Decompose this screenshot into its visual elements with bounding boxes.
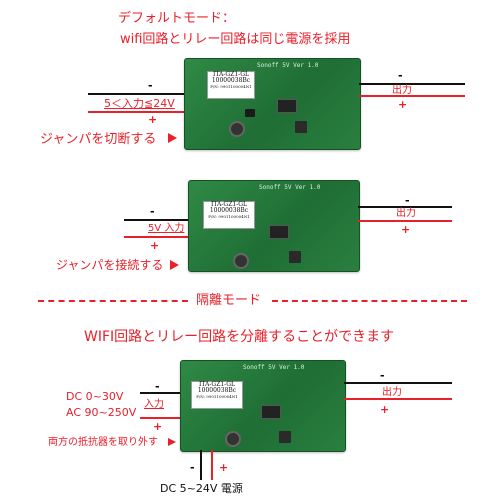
s2-output-plus: + (401, 223, 411, 236)
mode-divider-right (272, 300, 467, 302)
s3-power-wire-red (211, 450, 213, 480)
s2-output-wire-black (358, 206, 452, 208)
s2-board-brand: Sonoff 5V Ver 1.0 (259, 184, 321, 191)
s3-module-line3: P/N: 9901100004N1 (196, 393, 238, 399)
s2-module-line1: ITA-GZ1-GL (211, 201, 247, 208)
s1-jumper-note: ジャンパを切断する (40, 132, 157, 147)
s1-output-plus: + (398, 98, 408, 111)
s3-module-line1: ITA-GZ1-GL (199, 381, 235, 388)
s2-wifi-module-label: ITA-GZ1-GL 10000038Bc P/N: 9901100004N1 (203, 201, 255, 229)
s2-input-plus: + (150, 239, 160, 252)
s3-board-brand: Sonoff 5V Ver 1.0 (243, 364, 305, 371)
s1-relay-chip (295, 121, 307, 133)
s1-wifi-module-label: ITA-GZ1-GL 10000038Bc P/N: 9901100004N1 (207, 71, 255, 99)
s1-output-label: 出力 (392, 85, 412, 96)
s2-input-wire-black (124, 219, 188, 221)
s2-input-label: 5V 入力 (148, 223, 185, 234)
section3-subtitle: WIFI回路とリレー回路を分離することができます (84, 329, 395, 345)
s3-power-plus: + (219, 461, 229, 474)
s2-pin-header (269, 225, 289, 239)
s2-jumper-arrow (170, 260, 179, 270)
s3-input-plus: + (153, 420, 163, 433)
s1-input-wire-black (88, 93, 184, 95)
s3-resistor-arrow (168, 438, 176, 446)
s2-module-line2: 10000038Bc (209, 207, 249, 215)
s2-inductor (233, 253, 249, 269)
s1-output-minus: - (398, 69, 403, 82)
s2-jumper-note: ジャンパを接続する (56, 258, 164, 272)
s2-output-wire-red (358, 220, 452, 222)
s2-output-label: 出力 (396, 208, 416, 219)
s1-output-wire-black (359, 83, 465, 85)
s1-chip (245, 109, 255, 117)
s3-input-wire-black (140, 392, 180, 394)
s2-output-minus: - (405, 194, 410, 207)
s3-output-wire-black (344, 382, 452, 384)
s2-relay-chip (289, 251, 301, 263)
s1-input-label: 5＜入力≦24V (104, 97, 175, 110)
s3-power-label: DC 5~24V 電源 (160, 482, 243, 495)
section3-title: 隔離モード (196, 293, 262, 308)
s3-input-wire-red (140, 417, 180, 419)
s3-input-minus: - (155, 380, 160, 393)
s3-output-minus: - (380, 369, 385, 382)
s1-output-wire-red (359, 95, 465, 97)
s1-module-line1: ITA-GZ1-GL (213, 71, 249, 78)
s1-pin-header (277, 99, 297, 113)
s3-inductor (225, 431, 241, 447)
s3-output-plus: + (380, 403, 390, 416)
s3-ac-range: AC 90~250V (66, 406, 137, 419)
s3-dc-range: DC 0~30V (66, 390, 124, 403)
s2-module-line3: P/N: 9901100004N1 (208, 213, 250, 219)
s3-output-wire-red (344, 398, 452, 400)
s2-input-minus: - (150, 205, 155, 218)
s1-inductor (229, 121, 245, 137)
section1-title: デフォルトモード： (118, 11, 236, 26)
s2-relay-board: Sonoff 5V Ver 1.0 ITA-GZ1-GL 10000038Bc … (188, 180, 360, 272)
s1-jumper-arrow (168, 133, 177, 143)
s3-relay-chip (279, 431, 291, 443)
s1-board-brand: Sonoff 5V Ver 1.0 (257, 62, 319, 69)
s3-wifi-module-label: ITA-GZ1-GL 10000038Bc P/N: 9901100004N1 (191, 381, 243, 409)
s3-input-label: 入力 (144, 399, 164, 410)
s1-module-line3: P/N: 9901100004N1 (210, 83, 252, 89)
s3-output-label: 出力 (382, 387, 402, 398)
s1-relay-board: Sonoff 5V Ver 1.0 ITA-GZ1-GL 10000038Bc … (184, 58, 361, 150)
s3-power-minus: - (190, 461, 195, 474)
mode-divider-left (38, 300, 188, 302)
s3-resistor-note: 両方の抵抗器を取り外す (48, 437, 158, 448)
s3-pin-header (261, 405, 281, 419)
s3-relay-board: Sonoff 5V Ver 1.0 ITA-GZ1-GL 10000038Bc … (180, 360, 346, 452)
s1-module-line2: 10000038Bc (211, 77, 251, 85)
s1-input-plus: + (148, 113, 158, 126)
s3-module-line2: 10000038Bc (197, 387, 237, 395)
s1-input-wire-red (88, 111, 184, 113)
s2-input-wire-red (124, 236, 188, 238)
s1-input-minus: - (148, 79, 153, 92)
s3-power-wire-black (200, 450, 202, 480)
section1-subtitle: wifi回路とリレー回路は同じ電源を採用 (120, 32, 351, 47)
